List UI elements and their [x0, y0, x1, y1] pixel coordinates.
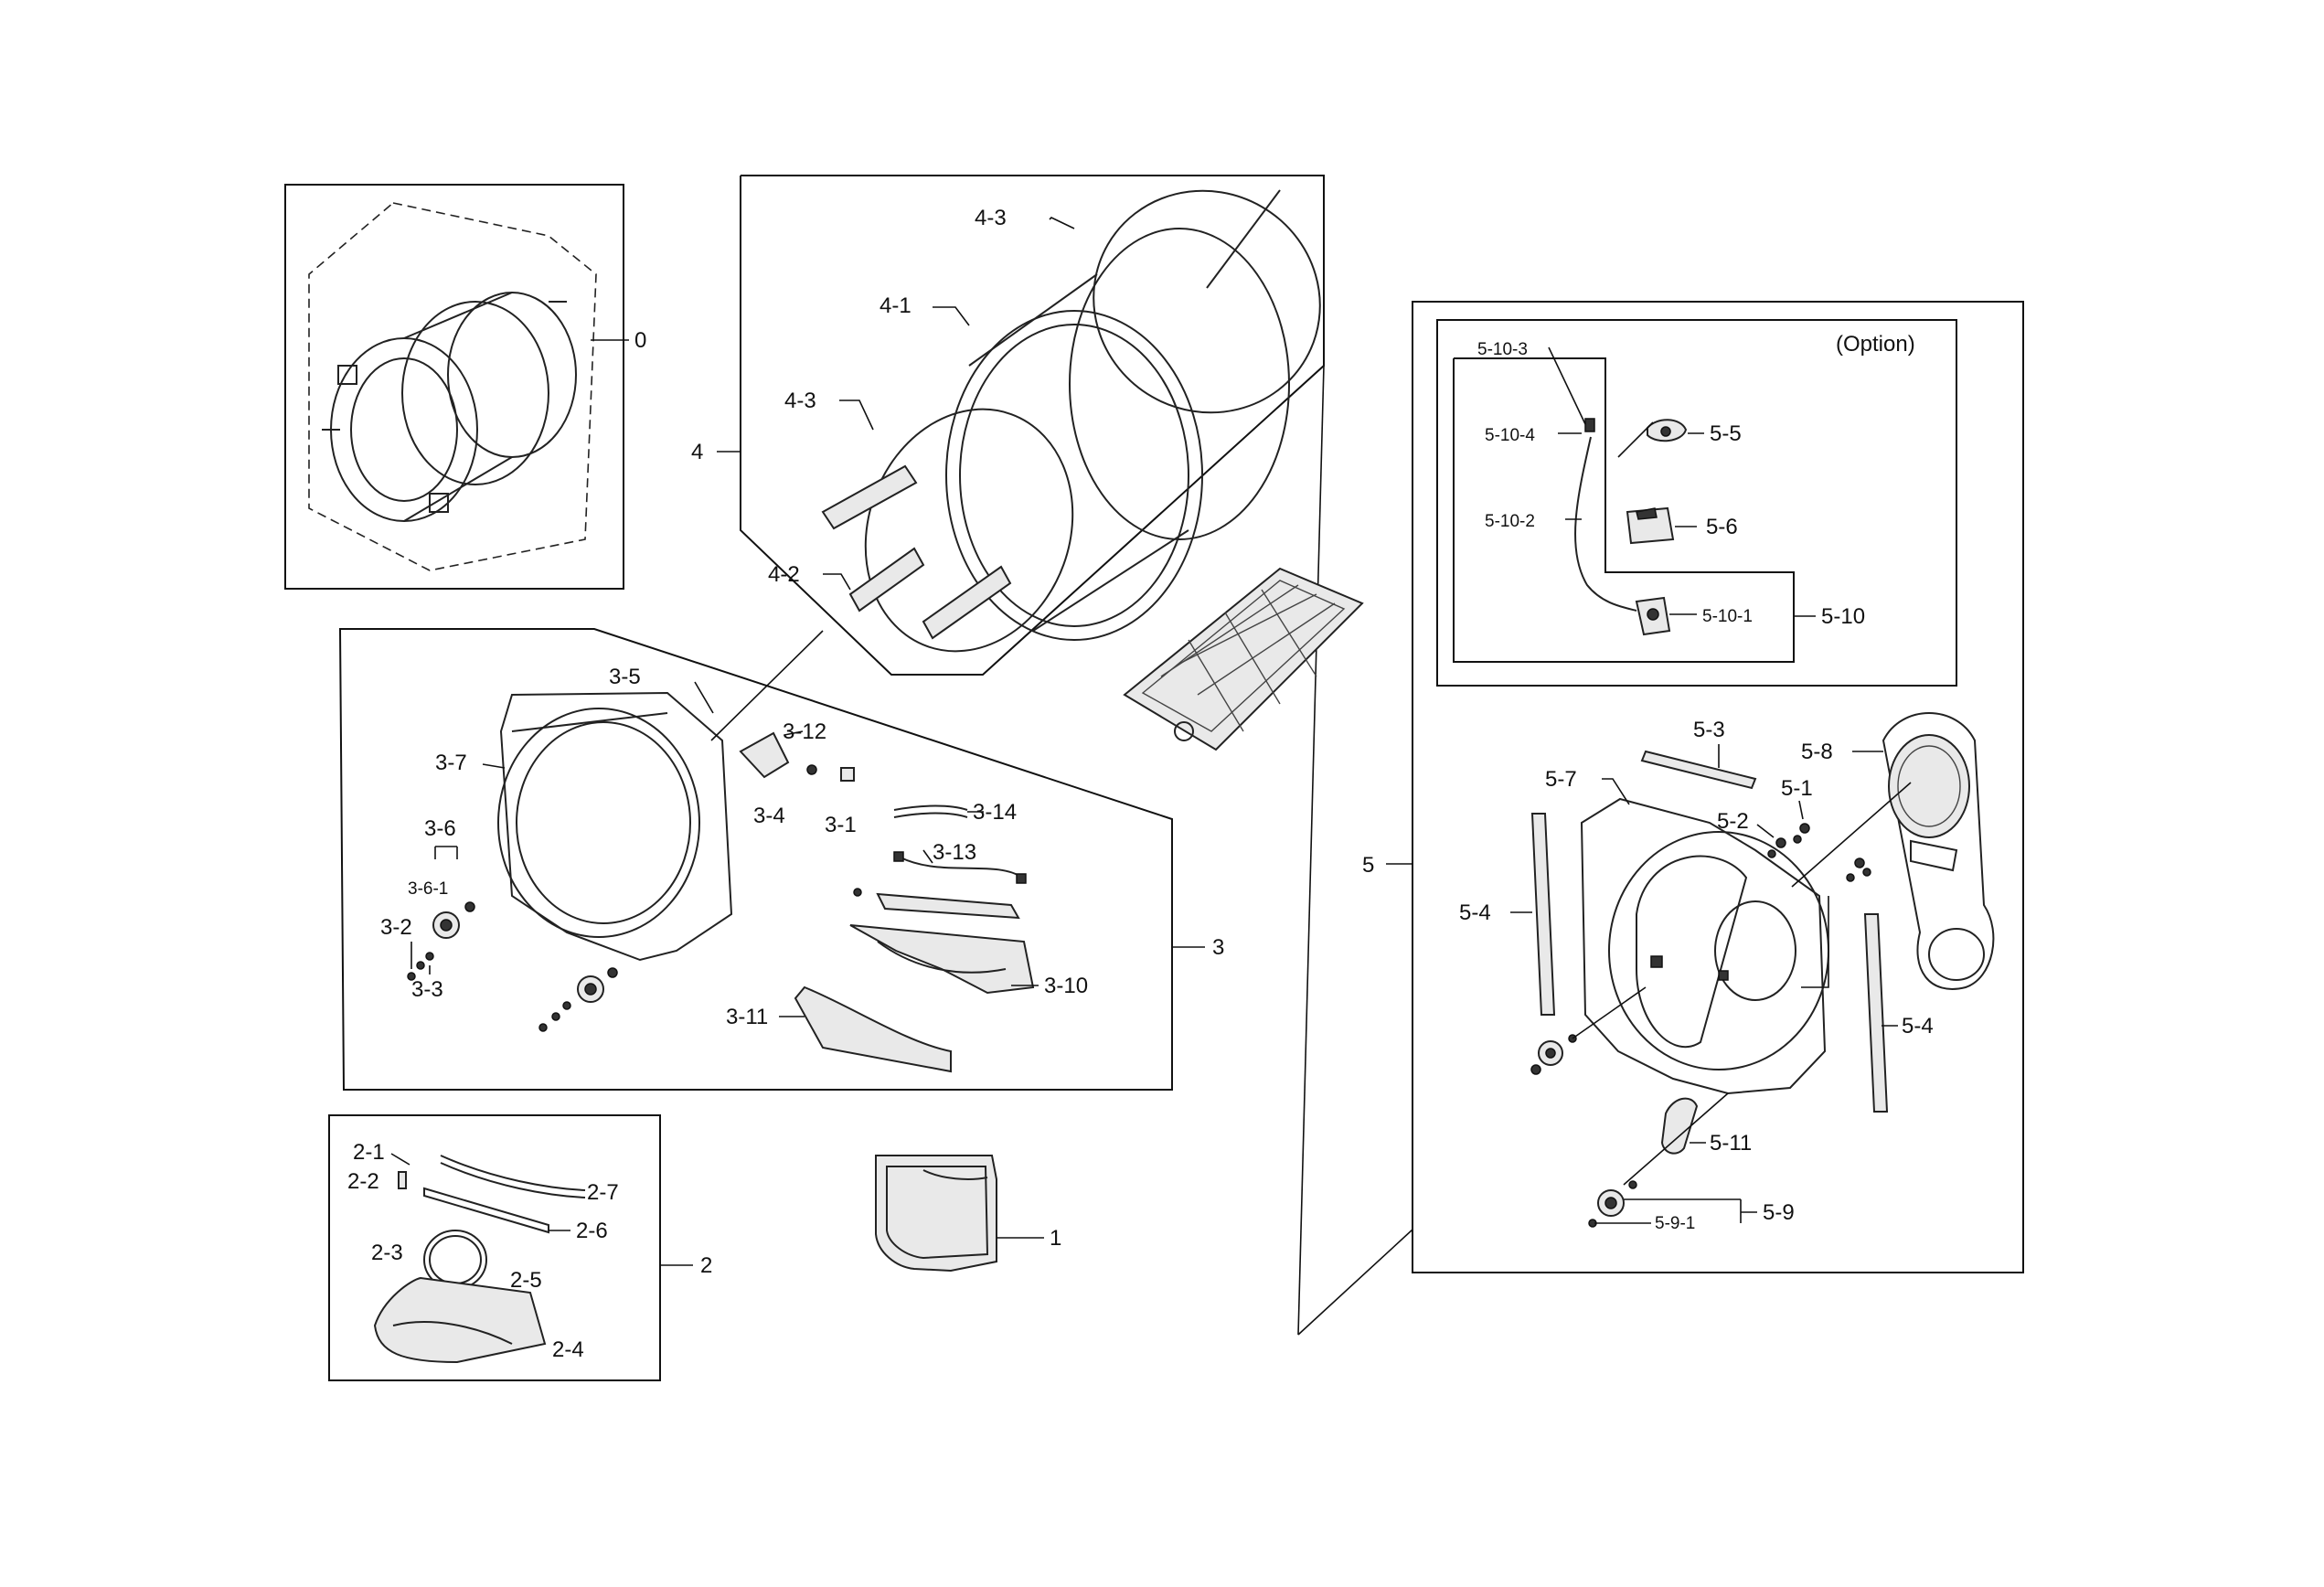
label-4-3-rear: 4-3 — [975, 206, 1007, 230]
hose-5-10-2 — [1574, 436, 1637, 612]
label-3-13: 3-13 — [933, 840, 976, 865]
group-3-label: 3 — [1212, 935, 1224, 960]
wire-3-14 — [893, 804, 968, 811]
label-5-10-2: 5-10-2 — [1485, 512, 1535, 531]
duct-2-4 — [373, 1276, 547, 1364]
label-5-10-1: 5-10-1 — [1702, 607, 1753, 626]
label-3-7: 3-7 — [435, 751, 467, 775]
option-box — [1436, 319, 1957, 687]
label-2-7: 2-7 — [587, 1180, 619, 1205]
seal-4-3-rear — [1093, 189, 1321, 414]
rear-duct-5-8 — [1882, 712, 1995, 990]
group-0-drum-assembly: 0 — [284, 184, 646, 590]
group-4-label: 4 — [691, 440, 703, 464]
duct-3-11 — [794, 985, 952, 1073]
label-5-8: 5-8 — [1801, 740, 1833, 764]
group-2-front-duct: 2 2-1 2-2 2-7 2-6 2-3 2-5 2-4 — [328, 1114, 712, 1381]
label-5-4-right: 5-4 — [1902, 1014, 1934, 1038]
label-3-5: 3-5 — [609, 665, 641, 689]
label-3-2: 3-2 — [380, 915, 412, 940]
drum-assembly-illustration — [322, 292, 577, 522]
label-5-3: 5-3 — [1693, 718, 1725, 742]
label-5-7: 5-7 — [1545, 767, 1577, 792]
label-5-1: 5-1 — [1781, 776, 1813, 801]
rear-panel-5-7 — [1580, 797, 1829, 1095]
label-2-2: 2-2 — [347, 1169, 379, 1194]
group-2-label: 2 — [700, 1253, 712, 1278]
group-1-filter: 1 — [875, 1155, 1061, 1273]
label-3-3: 3-3 — [411, 977, 443, 1002]
guide-line-diagonal — [1297, 1229, 1413, 1336]
group-5-10-frame — [1453, 357, 1795, 663]
group-4-drum-seals: 4 4-3 4-1 4-3 4-2 — [691, 175, 1325, 676]
label-4-3-front: 4-3 — [784, 389, 816, 413]
drum-4-1 — [945, 228, 1290, 641]
group-3-frame — [338, 628, 1173, 1091]
group-1-label: 1 — [1050, 1226, 1061, 1251]
wire-3-13 — [900, 857, 1023, 879]
group-5-label: 5 — [1362, 853, 1374, 878]
group-2-frame — [328, 1114, 661, 1381]
group-5-frame — [1412, 301, 2024, 1273]
label-5-9: 5-9 — [1763, 1200, 1795, 1225]
group-4-frame — [740, 175, 1325, 676]
label-4-1: 4-1 — [879, 293, 911, 318]
label-3-12: 3-12 — [783, 719, 826, 744]
label-3-1: 3-1 — [825, 813, 857, 837]
label-2-6: 2-6 — [576, 1219, 608, 1243]
front-panel-3-7 — [497, 691, 733, 962]
option-label: (Option) — [1836, 332, 1915, 357]
label-5-10-4: 5-10-4 — [1485, 426, 1535, 445]
hinge-3-4 — [739, 731, 790, 779]
duct-3-10 — [849, 924, 1035, 995]
lifter-4-2-low — [922, 565, 1012, 640]
group-0-label: 0 — [634, 328, 646, 353]
label-5-4-left: 5-4 — [1459, 900, 1491, 925]
label-2-4: 2-4 — [552, 1337, 584, 1362]
label-3-14: 3-14 — [973, 800, 1017, 825]
label-5-11: 5-11 — [1710, 1131, 1752, 1156]
label-5-10-3: 5-10-3 — [1477, 340, 1528, 359]
strip-5-3 — [1640, 750, 1757, 790]
label-4-2: 4-2 — [768, 562, 800, 587]
seal-4-3-front — [864, 408, 1074, 653]
label-5-10: 5-10 — [1821, 604, 1865, 629]
leader-3-5 — [694, 681, 714, 714]
label-3-4: 3-4 — [753, 804, 785, 828]
label-2-1: 2-1 — [353, 1140, 385, 1165]
lifter-4-2-top — [821, 464, 918, 530]
bracket-3-13 — [876, 892, 1020, 920]
label-5-2: 5-2 — [1717, 809, 1749, 834]
strip-2-7 — [440, 1155, 586, 1191]
label-5-6: 5-6 — [1706, 515, 1738, 539]
label-5-9-1: 5-9-1 — [1655, 1214, 1695, 1233]
label-3-10: 3-10 — [1044, 974, 1088, 998]
group-0-frame — [284, 184, 624, 590]
label-3-6: 3-6 — [424, 816, 456, 841]
group-0-outline — [308, 202, 597, 571]
label-3-11: 3-11 — [726, 1005, 768, 1029]
group-5-rear-frame: 5 (Option) 5-10-3 5-10-4 5-5 5-10-2 5-6 … — [1362, 301, 2024, 1273]
label-2-5: 2-5 — [510, 1268, 542, 1293]
group-3-front-frame: 3 3-5 3-12 3-7 3-4 3-1 3-14 3-6 3-13 — [338, 628, 1224, 1091]
rail-5-4-right — [1863, 913, 1889, 1113]
heater-grille — [1123, 567, 1364, 751]
strip-2-6 — [423, 1187, 549, 1234]
label-3-6-1: 3-6-1 — [408, 879, 448, 899]
rail-5-4-left — [1530, 813, 1556, 1016]
lifter-4-2-mid — [848, 547, 925, 612]
lint-filter-1 — [875, 1155, 997, 1273]
guide-line-vertical — [1297, 365, 1325, 1336]
label-5-5: 5-5 — [1710, 421, 1742, 446]
label-2-3: 2-3 — [371, 1241, 403, 1265]
